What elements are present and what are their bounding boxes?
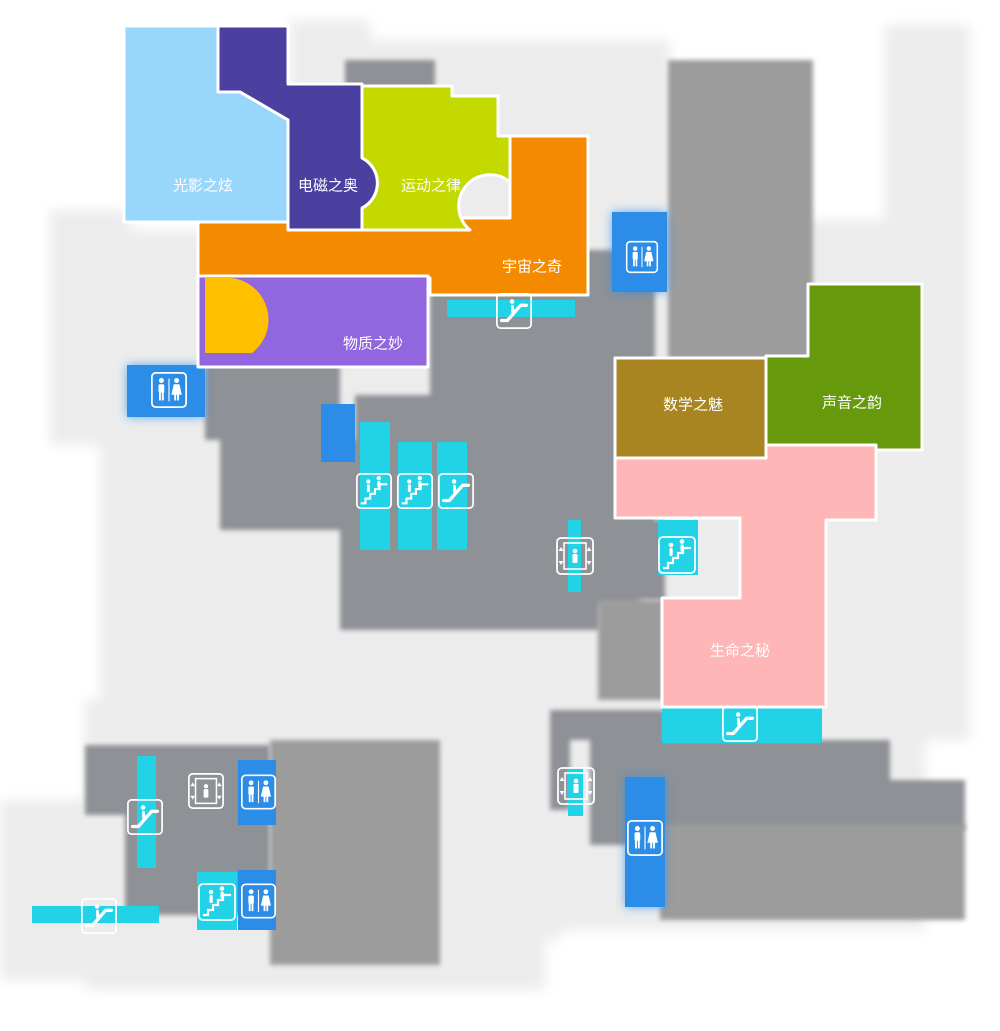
zone-labels: 光影之炫 电磁之奥 运动之律 宇宙之奇 物质之妙 数学之魅 声音之韵 生命之秘 [173, 177, 882, 660]
structure-block [270, 60, 965, 965]
zone-label-shuxue: 数学之魅 [663, 396, 723, 414]
zone-label-yundong: 运动之律 [401, 177, 461, 195]
zone-label-shengming: 生命之秘 [710, 642, 770, 660]
zone-shengming[interactable] [613, 443, 878, 709]
zone-yuzhou-curve [224, 236, 240, 272]
zone-label-yuzhou: 宇宙之奇 [502, 258, 562, 276]
zone-label-shengyin: 声音之韵 [822, 394, 882, 412]
zone-guangying[interactable] [122, 24, 290, 224]
zone-label-dianci: 电磁之奥 [298, 177, 358, 195]
zone-wuzhi-accent [200, 278, 269, 353]
zone-dianci[interactable] [216, 24, 379, 232]
zone-label-wuzhi: 物质之妙 [343, 335, 403, 353]
zone-label-guangying: 光影之炫 [173, 177, 233, 195]
exhibition-zones [122, 24, 924, 709]
